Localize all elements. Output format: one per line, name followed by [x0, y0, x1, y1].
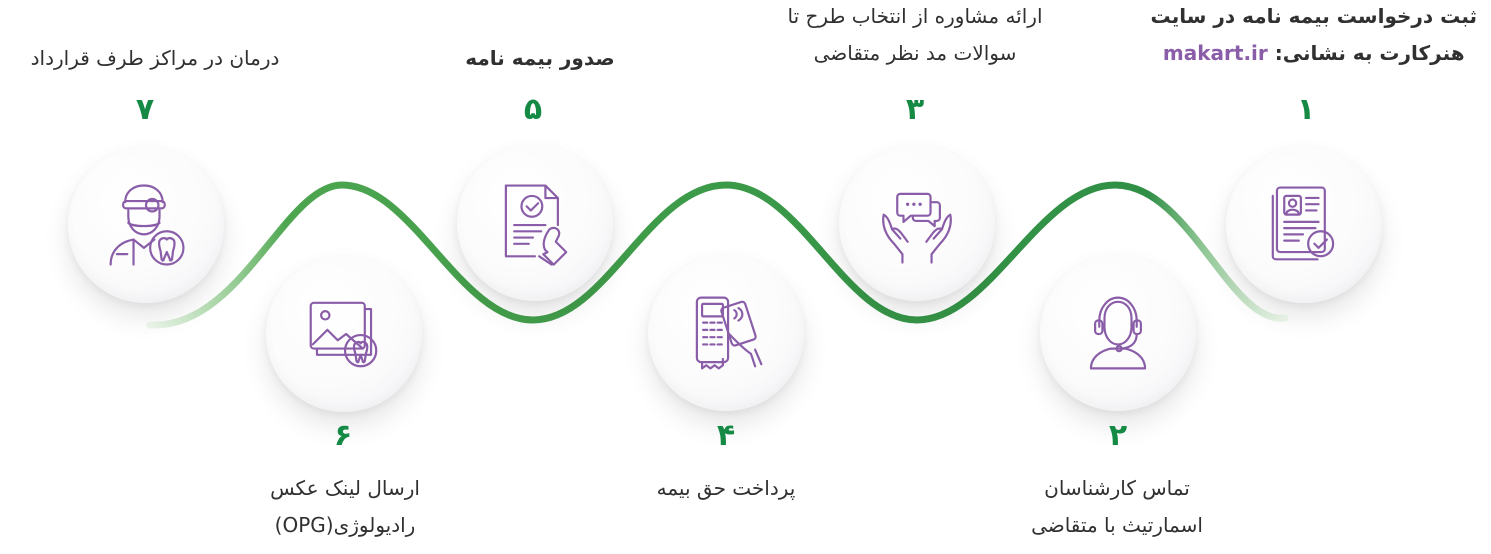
step-4-line-1: پرداخت حق بیمه — [656, 476, 796, 500]
step-2-number: ۲ — [1108, 418, 1128, 453]
wave-path — [146, 181, 1289, 329]
step-6-label: ارسال لینک عکس رادیولوژی(OPG) — [225, 470, 465, 544]
chat-hands-icon — [882, 192, 952, 264]
step-1-number: ۱ — [1296, 92, 1316, 127]
step-7-circle — [68, 147, 224, 303]
step-5-label: صدور بیمه نامه — [420, 40, 660, 77]
step-2-line-2: اسمارتیث با متقاضی — [1031, 513, 1203, 537]
step-1-label: ثبت درخواست بیمه نامه در سایت هنرکارت به… — [1151, 0, 1477, 72]
site-link[interactable]: makart.ir — [1162, 41, 1268, 65]
step-4-circle — [648, 255, 804, 411]
step-6-line-2: رادیولوژی(OPG) — [274, 513, 416, 537]
card-payment-icon — [695, 296, 763, 370]
xray-image-tooth-icon — [309, 301, 378, 368]
step-3-circle — [839, 145, 995, 301]
step-1-line-1: ثبت درخواست بیمه نامه در سایت — [1150, 4, 1477, 28]
step-6-circle — [266, 256, 422, 412]
dentist-tooth-icon — [109, 184, 185, 266]
step-6-number: ۶ — [333, 418, 353, 453]
step-1-circle — [1226, 147, 1382, 303]
step-4-number: ۴ — [716, 418, 736, 453]
step-4-label: پرداخت حق بیمه — [626, 470, 826, 507]
document-check-icon — [1271, 186, 1335, 261]
certificate-stamp-icon — [504, 184, 568, 266]
step-6-line-1: ارسال لینک عکس — [270, 476, 420, 500]
step-3-number: ۳ — [905, 92, 925, 127]
step-1-line-2: هنرکارت به نشانی: makart.ir — [1151, 35, 1477, 72]
step-7-label: درمان در مراکز طرف قرارداد — [10, 40, 300, 77]
step-3-line-1: ارائه مشاوره از انتخاب طرح تا — [787, 4, 1043, 28]
step-5-circle — [457, 145, 613, 301]
step-2-label: تماس کارشناسان اسمارتیث با متقاضی — [1012, 470, 1222, 544]
step-3-label: ارائه مشاوره از انتخاب طرح تا سوالات مد … — [765, 0, 1065, 72]
support-agent-icon — [1089, 296, 1147, 370]
step-7-line-1: درمان در مراکز طرف قرارداد — [30, 46, 280, 70]
step-5-number: ۵ — [523, 92, 543, 127]
step-3-line-2: سوالات مد نظر متقاضی — [813, 41, 1017, 65]
step-1-line-2-text: هنرکارت به نشانی: — [1274, 41, 1465, 65]
step-2-circle — [1040, 255, 1196, 411]
step-7-number: ۷ — [135, 92, 155, 127]
step-2-line-1: تماس کارشناسان — [1044, 476, 1190, 500]
step-5-line-1: صدور بیمه نامه — [465, 46, 615, 70]
